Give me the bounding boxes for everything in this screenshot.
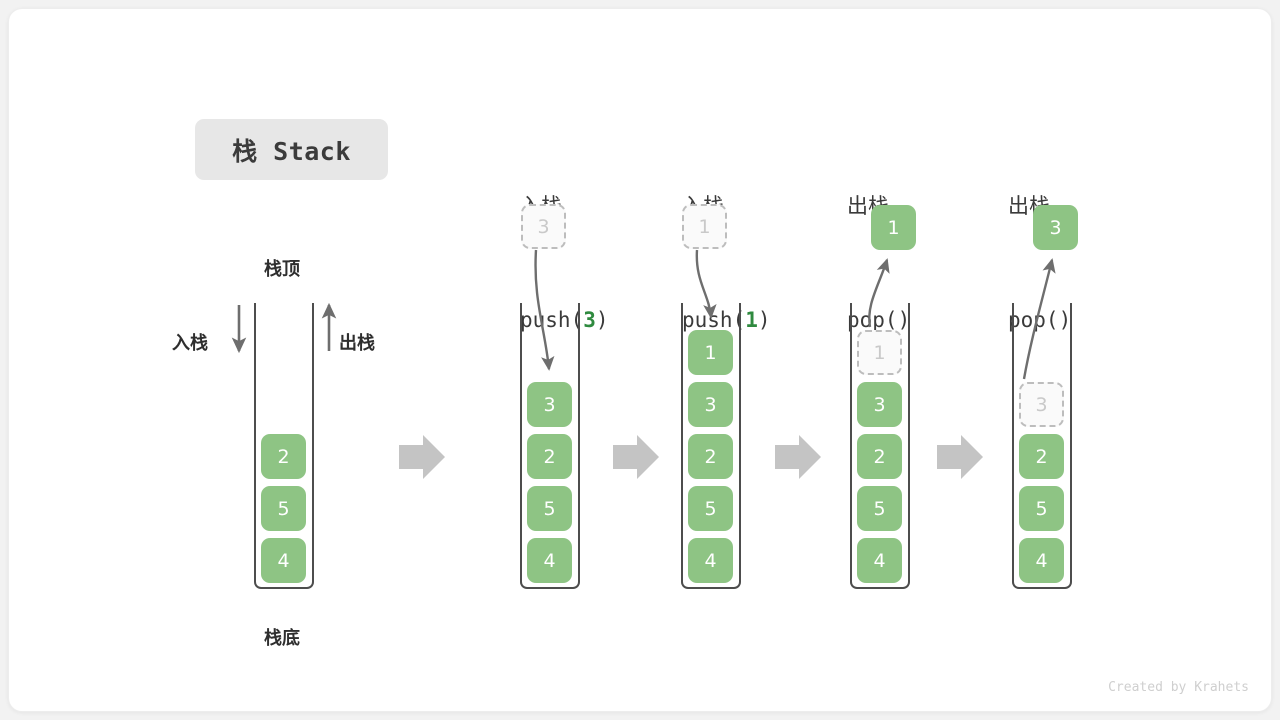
step-arrow-2 [613, 435, 659, 479]
step-op-code: push(3) [520, 308, 609, 332]
step-stack-container-push-1 [681, 303, 741, 589]
stack-bottom-label: 栈底 [264, 628, 300, 649]
stack-cell: 2 [688, 434, 733, 479]
step-stack-container-pop-1 [850, 303, 910, 589]
step-arrow-1 [399, 435, 445, 479]
step-header-push-3: 入栈 push(3) [520, 111, 609, 415]
stack-cell: 4 [688, 538, 733, 583]
step-stack-container-pop-3 [1012, 303, 1072, 589]
ghost-cell-in-stack: 1 [857, 330, 902, 375]
base-stack-cell: 4 [261, 538, 306, 583]
stack-cell: 4 [1019, 538, 1064, 583]
stack-cell: 1 [688, 330, 733, 375]
step-stack-container-push-3 [520, 303, 580, 589]
incoming-ghost-cell: 1 [682, 204, 727, 249]
base-stack-container [254, 303, 314, 589]
stack-cell: 4 [527, 538, 572, 583]
step-arrow-4 [937, 435, 983, 479]
stack-cell: 3 [527, 382, 572, 427]
arrows-overlay [231, 249, 1056, 479]
base-pop-label: 出栈 [339, 333, 375, 354]
base-stack-cell: 5 [261, 486, 306, 531]
stack-cell: 3 [688, 382, 733, 427]
stack-cell: 5 [688, 486, 733, 531]
diagram-card: 栈 Stack 栈顶 栈底 入栈 出栈 2 5 4 入栈 push(3) 3 3… [8, 8, 1272, 712]
diagram-title: 栈 Stack [195, 119, 388, 180]
base-push-label: 入栈 [172, 333, 208, 354]
footer-credit: Created by Krahets [1108, 680, 1249, 695]
base-stack-cell: 2 [261, 434, 306, 479]
step-arrow-3 [775, 435, 821, 479]
stack-top-label: 栈顶 [264, 259, 300, 280]
stack-cell: 5 [527, 486, 572, 531]
stack-cell: 5 [1019, 486, 1064, 531]
stack-cell: 2 [857, 434, 902, 479]
stack-cell: 4 [857, 538, 902, 583]
stack-cell: 3 [857, 382, 902, 427]
popped-cell: 1 [871, 205, 916, 250]
ghost-cell-in-stack: 3 [1019, 382, 1064, 427]
stack-cell: 2 [527, 434, 572, 479]
stack-cell: 5 [857, 486, 902, 531]
popped-cell: 3 [1033, 205, 1078, 250]
stack-cell: 2 [1019, 434, 1064, 479]
incoming-ghost-cell: 3 [521, 204, 566, 249]
